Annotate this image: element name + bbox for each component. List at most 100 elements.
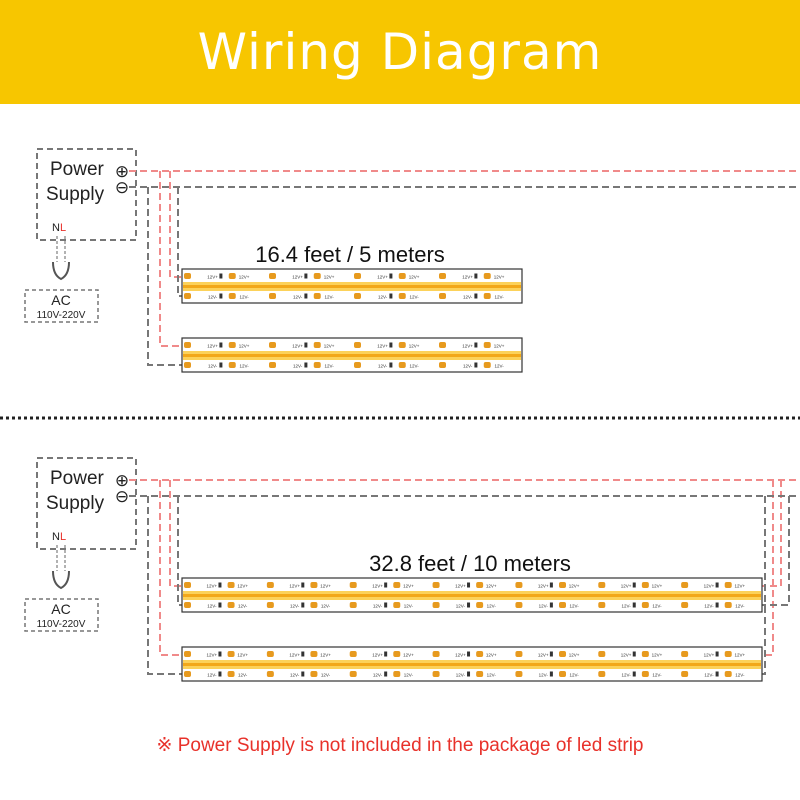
strip-pos-label: 12V+ [237,653,248,658]
solder-pad [432,602,440,608]
resistor-mark [632,582,636,588]
negative-wire [129,186,800,366]
solder-pad [349,582,357,588]
solder-pad [349,602,357,608]
solder-pad [641,671,649,677]
power-supply-box [36,148,137,241]
solder-pad [681,671,689,677]
solder-pad [432,582,440,588]
strip-neg-label: 12V- [463,295,473,300]
solder-pad [559,602,566,608]
strip-neg-label: 12V- [293,295,303,300]
plug-icon [52,570,70,590]
resistor-mark [301,651,305,657]
solder-pad [724,582,732,588]
strip-neg-label: 12V- [290,604,300,609]
solder-pad [310,671,318,677]
section-5m: Power Supply ⊕ ⊖ N L AC 110V-220V 16.4 f… [24,148,800,373]
resistor-mark [218,582,222,588]
strip-neg-label: 12V- [487,673,497,678]
power-supply-label-line1: Power [50,159,105,180]
solder-pad [439,293,446,299]
resistor-mark [389,362,393,368]
solder-pad [184,342,191,348]
solder-pad [184,651,191,657]
strip-neg-label: 12V- [569,604,579,609]
strip-neg-label: 12V- [324,295,334,300]
positive-terminal-icon: ⊕ [115,471,129,491]
led-strip-top: 12V+12V+12V-12V-12V+12V+12V-12V-12V+12V+… [181,268,523,304]
section-10m: Power Supply ⊕ ⊖ N L AC 110V-220V 32.8 f… [24,457,800,682]
solder-pad [483,273,491,279]
positive-terminal-icon: ⊕ [115,162,129,182]
footnote-note: ※ Power Supply is not included in the pa… [156,735,644,756]
strip-pos-label: 12V+ [486,653,497,658]
solder-pad [266,602,274,608]
solder-pad [184,293,191,299]
solder-pad [483,342,491,348]
solder-pad [515,671,523,677]
resistor-mark [467,671,471,677]
solder-pad [310,582,318,588]
strip-pos-label: 12V+ [462,275,473,280]
resistor-mark [301,671,305,677]
strip-neg-label: 12V- [652,604,662,609]
strip-pos-label: 12V+ [372,653,383,658]
solder-pad [269,342,276,348]
solder-pad [398,362,406,368]
solder-pad [559,582,566,588]
resistor-mark [467,602,471,608]
led-strip-bottom: 12V+12V+12V-12V-12V+12V+12V-12V-12V+12V+… [181,646,763,682]
strip-pos-label: 12V+ [207,584,218,589]
solder-pad [398,342,406,348]
resistor-mark [219,342,223,348]
solder-pad [681,602,689,608]
solder-pad [432,671,440,677]
strip-pos-label: 12V+ [239,275,250,280]
solder-pad [439,273,446,279]
resistor-mark [474,273,478,279]
solder-pad [313,293,321,299]
live-label: L [60,222,66,234]
resistor-mark [219,273,223,279]
strip-pos-label: 12V+ [704,584,715,589]
solder-pad [227,671,235,677]
strip-neg-label: 12V- [494,295,504,300]
solder-pad [724,602,732,608]
strip-pos-label: 12V+ [377,275,388,280]
strip-neg-label: 12V- [456,604,466,609]
strip-pos-label: 12V+ [538,653,549,658]
solder-pad [483,362,491,368]
solder-pad [313,362,321,368]
resistor-mark [301,582,305,588]
strip-led-line [183,594,761,597]
solder-pad [432,651,440,657]
strip-pos-label: 12V+ [735,584,746,589]
solder-pad [641,582,649,588]
solder-pad [310,602,318,608]
resistor-mark [474,342,478,348]
led-strip-top: 12V+12V+12V-12V-12V+12V+12V-12V-12V+12V+… [181,577,763,613]
solder-pad [228,273,236,279]
strip-pos-label: 12V+ [569,584,580,589]
solder-pad [483,293,491,299]
strip-neg-label: 12V- [704,673,714,678]
solder-pad [476,582,484,588]
solder-pad [476,602,484,608]
power-supply-label-line1: Power [50,468,105,489]
ac-box [24,598,99,632]
ac-label: AC [51,601,70,617]
strip-neg-label: 12V- [290,673,300,678]
resistor-mark [218,602,222,608]
strip-pos-label: 12V+ [292,275,303,280]
power-supply-label-line2: Supply [46,184,105,205]
resistor-mark [632,602,636,608]
wiring-diagram: Power Supply ⊕ ⊖ N L AC 110V-220V 16.4 f… [0,148,800,682]
solder-pad [228,362,236,368]
solder-pad [266,651,274,657]
strip-pos-label: 12V+ [486,584,497,589]
neutral-label: N [52,531,60,543]
solder-pad [398,293,406,299]
solder-pad [681,651,689,657]
strip-neg-label: 12V- [494,364,504,369]
